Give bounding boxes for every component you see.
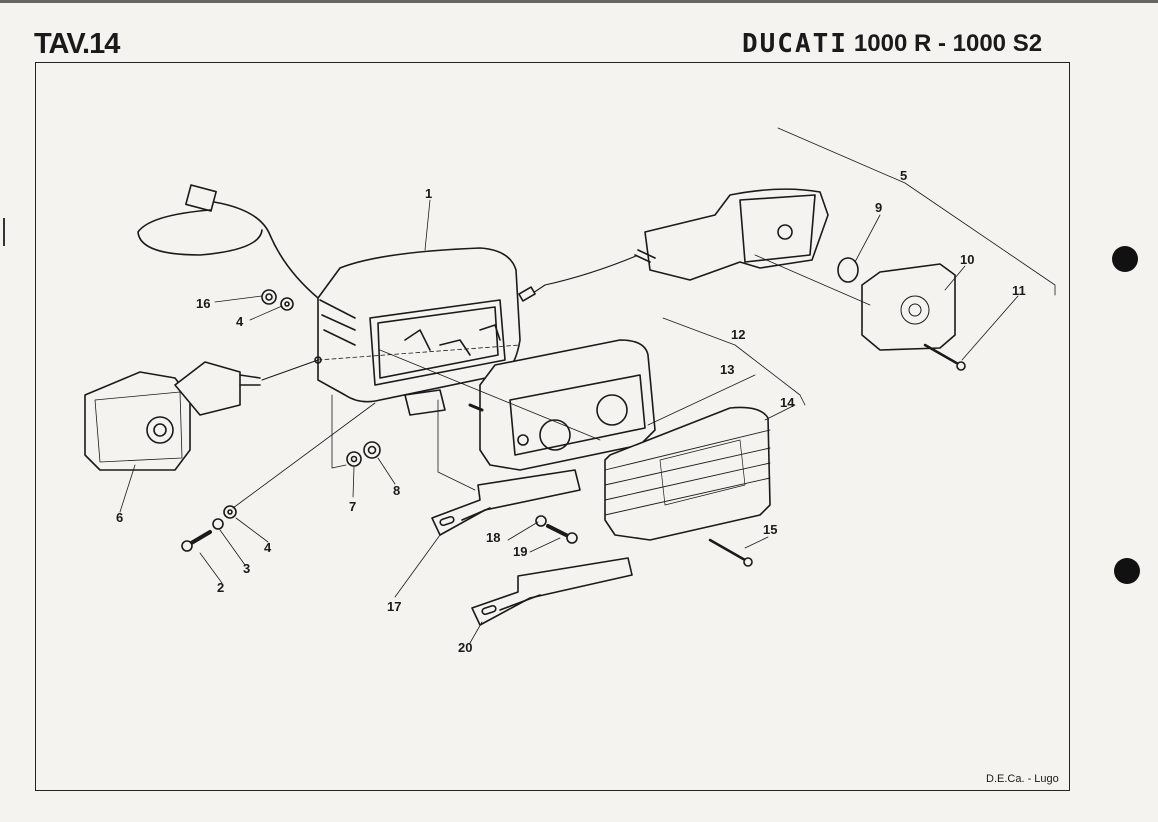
ducati-logo: DUCATI [742,29,848,59]
callout-5: 5 [900,168,908,183]
callout-13: 13 [720,362,735,377]
callout-11: 11 [1012,283,1026,298]
tail-light-housing [314,247,521,416]
binder-hole-bottom [1114,558,1140,584]
callout-9: 9 [875,200,883,215]
callout-1: 1 [425,186,433,201]
binder-hole-top [1112,246,1138,272]
callout-19: 19 [513,544,528,559]
callout-2: 2 [217,580,225,595]
screw-15 [708,538,747,562]
callout-16: 16 [196,296,211,311]
callout-3: 3 [243,561,251,576]
leader-lines [119,127,1056,644]
model-title: 1000 R - 1000 S2 [853,30,1043,57]
callout-12: 12 [731,327,746,342]
nut-16 [261,289,277,305]
housing-ribs [319,299,356,346]
washer-7 [346,451,362,467]
harness-loop [137,209,263,256]
tail-light-unit [468,339,656,471]
callout-7: 7 [349,499,357,514]
harness-wire [213,201,319,299]
housing-wiring [404,324,501,356]
right-turn-signal-assembly [518,188,966,371]
license-plate-bracket-upper [431,469,581,536]
callout-10: 10 [960,252,975,267]
nut-8 [363,441,381,459]
plate-number: TAV.14 [34,28,120,60]
callout-17: 17 [387,599,402,614]
callout-6: 6 [116,510,124,525]
callout-15: 15 [763,522,778,537]
callout-20: 20 [458,640,473,655]
harness-connector [185,184,217,212]
brand-header: DUCATI 1000 R - 1000 S2 [742,29,1042,59]
callout-4-bottom: 4 [264,540,272,555]
callout-4-top: 4 [236,314,244,329]
tail-light-lens [604,406,771,541]
diagram-frame [35,62,1070,791]
washer-4 [223,505,237,519]
bolt-19 [546,524,572,539]
wiring-harness [137,184,319,299]
lens-10 [861,263,956,351]
margin-mark [3,218,5,246]
publisher-credit: D.E.Ca. - Lugo [986,773,1059,785]
screw-11 [923,343,962,367]
callout-8: 8 [393,483,401,498]
bulb-9 [837,257,859,283]
washer-18 [535,515,547,527]
callout-14: 14 [780,395,795,410]
hardware [181,289,578,552]
license-plate-bracket-lower [471,557,633,626]
page-top-edge [0,0,1158,3]
left-turn-signal [84,359,319,471]
washer-4-top [280,297,294,311]
lock-washer-3 [212,518,224,530]
callout-18: 18 [486,530,501,545]
